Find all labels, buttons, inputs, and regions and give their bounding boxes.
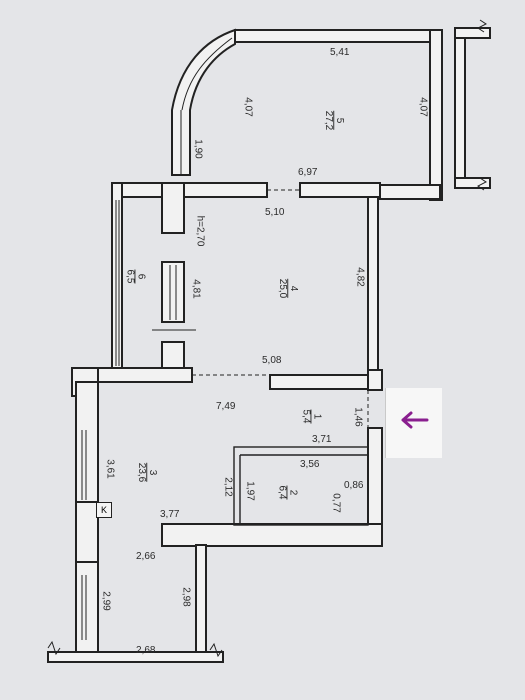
bay-window <box>171 28 236 176</box>
bay-window-glass <box>181 37 233 111</box>
dim-197: 1,97 <box>244 481 256 501</box>
room-3-number: 3 <box>147 469 159 476</box>
room-6-number: 6 <box>135 273 147 280</box>
wall-room4-left-upper <box>161 182 185 234</box>
wall-room3-top-right <box>269 374 379 390</box>
ceiling-height: h=2,70 <box>194 215 206 247</box>
room-1-area: 5,4 <box>300 409 312 424</box>
room-5-area: 27,2 <box>323 110 335 131</box>
room-4-number: 4 <box>288 285 300 292</box>
break-right <box>477 177 487 191</box>
dim-077: 0,77 <box>330 493 342 513</box>
dim-508: 5,08 <box>262 355 282 366</box>
wall-mid-left <box>111 182 268 198</box>
wall-room2-bottom <box>161 523 383 547</box>
wall-far-right-column <box>454 29 466 186</box>
wall-room3-left-bay <box>75 501 99 563</box>
dim-146: 1,46 <box>352 407 364 427</box>
room-5-number: 5 <box>334 117 346 124</box>
room-3-label: 3 23,6 <box>136 462 159 483</box>
dim-361: 3,61 <box>104 459 116 479</box>
wall-room6-left <box>111 182 123 369</box>
wall-room5-right <box>429 29 443 201</box>
wall-far-right-head <box>454 27 491 39</box>
room-2-label: 2 6,4 <box>276 485 299 500</box>
dim-299: 2,99 <box>100 591 112 611</box>
k-marker: K <box>96 502 112 518</box>
wall-room4-right <box>367 196 379 378</box>
dim-482: 4,82 <box>354 267 366 287</box>
dim-371: 3,71 <box>312 434 332 445</box>
room2-partition <box>233 446 369 526</box>
break-bottom-left <box>47 640 61 656</box>
break-marks <box>47 19 487 658</box>
wall-room5-bottom-right <box>374 184 441 200</box>
room-1-number: 1 <box>311 413 323 420</box>
room-1-label: 1 5,4 <box>300 409 323 424</box>
room-2-number: 2 <box>287 489 299 496</box>
wall-bottom-left <box>75 561 99 653</box>
dim-749: 7,49 <box>216 401 236 412</box>
room-6-label: 6 6,5 <box>124 269 147 284</box>
break-top-right <box>477 19 487 33</box>
room-6-area: 6,5 <box>124 269 136 284</box>
room-4-label: 4 25,0 <box>277 278 300 299</box>
dim-190: 1,90 <box>192 139 204 159</box>
wall-entry-upper <box>367 369 383 391</box>
room-4-area: 25,0 <box>277 278 289 299</box>
wall-room3-left <box>75 381 99 503</box>
wall-room4-left-mid <box>161 261 185 323</box>
dim-298: 2,98 <box>180 587 192 607</box>
partitions <box>233 446 369 526</box>
wall-entry-lower <box>367 427 383 525</box>
dim-510: 5,10 <box>265 207 285 218</box>
dim-266: 2,66 <box>136 551 156 562</box>
arrow-left-icon <box>401 411 429 429</box>
dim-377: 3,77 <box>160 509 180 520</box>
dim-268: 2,68 <box>136 645 156 656</box>
wall-mid-right <box>299 182 381 198</box>
dim-407-right: 4,07 <box>417 97 429 117</box>
dim-541: 5,41 <box>330 47 350 58</box>
wall-far-right-foot <box>454 177 491 189</box>
room-5-label: 5 27,2 <box>323 110 346 131</box>
dim-212: 2,12 <box>222 477 234 497</box>
break-bottom-right <box>209 642 223 658</box>
entry-note-paper <box>385 388 442 458</box>
door-openings <box>192 189 369 428</box>
dim-407-left: 4,07 <box>242 97 254 117</box>
dim-086: 0,86 <box>344 480 364 491</box>
room-3-area: 23,6 <box>136 462 148 483</box>
room-2-area: 6,4 <box>276 485 288 500</box>
dim-356: 3,56 <box>300 459 320 470</box>
windows <box>81 200 196 640</box>
wall-bottom-room-right <box>195 544 207 656</box>
wall-bottom <box>47 651 224 663</box>
dim-697: 6,97 <box>298 167 318 178</box>
wall-room5-top <box>234 29 436 43</box>
dim-481: 4,81 <box>190 279 202 299</box>
walls <box>47 27 491 663</box>
